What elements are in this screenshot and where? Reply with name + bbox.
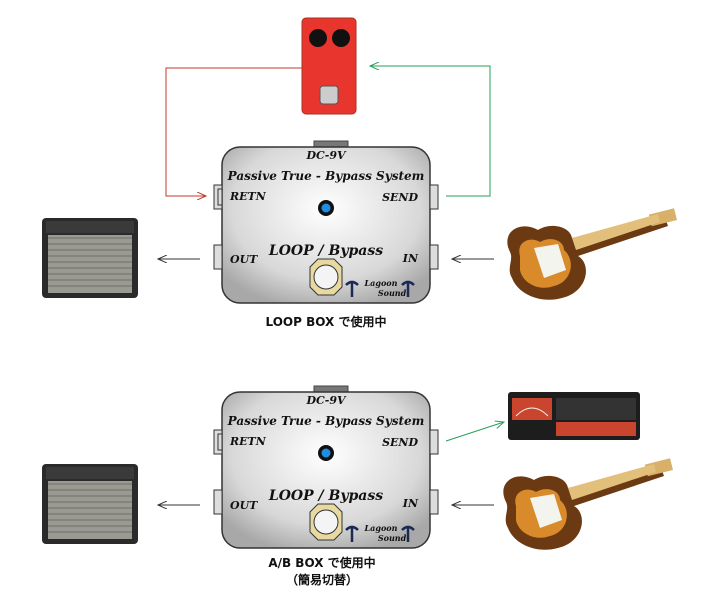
guitar-icon xyxy=(503,458,673,550)
in-label: IN xyxy=(402,252,419,265)
box-title: Passive True - Bypass System xyxy=(227,169,425,183)
power-label: DC-9V xyxy=(305,394,347,407)
bottom-caption-line2: （簡易切替） xyxy=(286,572,358,587)
logo-line1: Lagoon xyxy=(364,523,398,533)
send-to-tuner-arrow xyxy=(445,422,504,442)
send-cable xyxy=(370,66,491,197)
logo-line1: Lagoon xyxy=(364,278,398,288)
power-label: DC-9V xyxy=(305,149,347,162)
top-caption: LOOP BOX で使用中 xyxy=(266,314,387,329)
tuner-icon xyxy=(508,392,640,440)
out-label: OUT xyxy=(230,253,258,266)
switch-label: LOOP / Bypass xyxy=(268,243,383,259)
loop-box-bottom xyxy=(212,384,440,550)
retn-label: RETN xyxy=(229,190,267,203)
out-label: OUT xyxy=(230,499,258,512)
loop-box-top xyxy=(212,139,440,305)
switch-label: LOOP / Bypass xyxy=(268,488,383,504)
bottom-caption-line1: A/B BOX で使用中 xyxy=(268,555,375,570)
send-label: SEND xyxy=(382,436,418,449)
return-cable xyxy=(165,67,302,196)
send-label: SEND xyxy=(382,191,418,204)
amplifier-icon xyxy=(41,217,139,299)
box-title: Passive True - Bypass System xyxy=(227,414,425,428)
retn-label: RETN xyxy=(229,435,267,448)
amplifier-icon xyxy=(41,463,139,545)
guitar-icon xyxy=(507,208,677,300)
in-label: IN xyxy=(402,497,419,510)
logo-line2: Sound xyxy=(378,533,407,543)
logo-line2: Sound xyxy=(378,288,407,298)
effect-pedal xyxy=(301,17,357,115)
